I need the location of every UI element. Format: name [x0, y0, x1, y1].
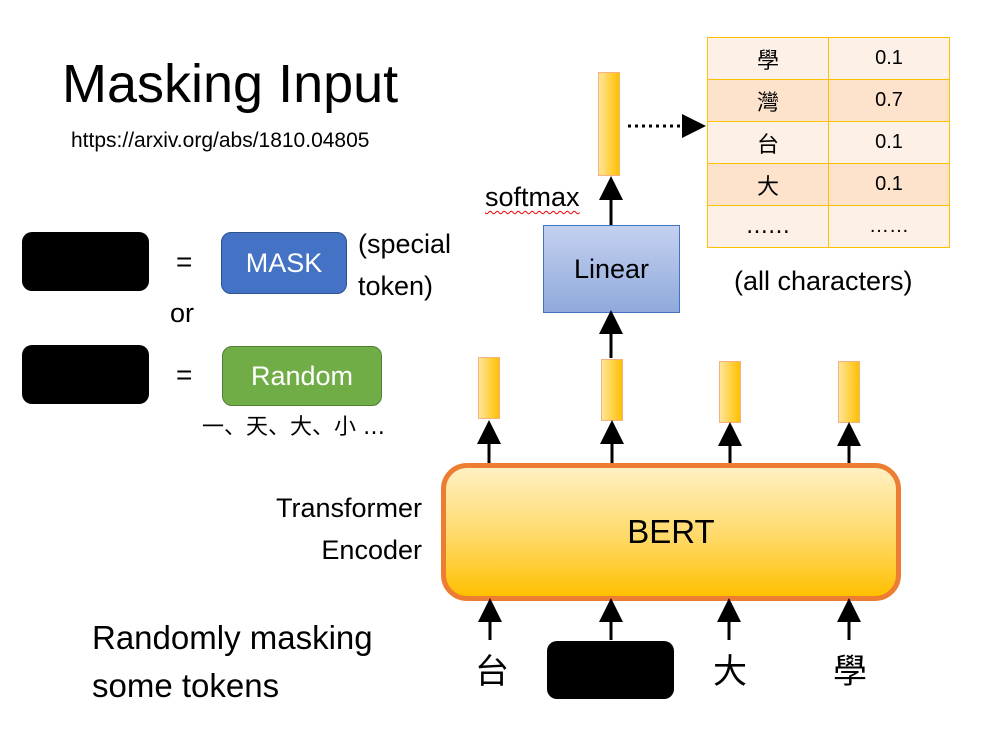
reference-url: https://arxiv.org/abs/1810.04805: [71, 129, 370, 152]
all-characters-caption: (all characters): [734, 266, 913, 296]
random-token-box: [22, 345, 149, 404]
softmax-label: softmax: [485, 182, 580, 212]
linear-label: Linear: [573, 253, 650, 284]
masked-input-token: [547, 641, 674, 699]
or-label: or: [170, 298, 195, 328]
prob-cell: 0.1: [828, 163, 950, 206]
bert-model-block: BERT: [441, 463, 901, 601]
mask-token-pill: MASK: [221, 232, 347, 294]
random-examples: 一、天、大、小 …: [202, 415, 385, 440]
mask-token-label: MASK: [245, 247, 323, 278]
encoder-label-line2: Encoder: [321, 535, 422, 565]
char-cell: 學: [707, 37, 829, 80]
char-cell: 大: [707, 163, 829, 206]
linear-layer-block: Linear: [543, 225, 680, 313]
slide-title: Masking Input: [62, 54, 399, 114]
prob-cell: ……: [828, 205, 950, 248]
random-token-label: Random: [250, 360, 354, 391]
special-token-note-line1: (special: [358, 229, 452, 259]
encoder-label-line1: Transformer: [275, 493, 422, 523]
input-token-3: 大: [713, 652, 747, 692]
input-token-1: 台: [475, 652, 509, 692]
caption-line2: some tokens: [92, 667, 280, 704]
random-token-pill: Random: [222, 346, 382, 406]
softmax-output-vector: [598, 72, 620, 176]
masked-token-box: [22, 232, 149, 291]
input-token-4: 學: [833, 652, 867, 692]
prob-cell: 0.7: [828, 79, 950, 122]
char-cell: ……: [707, 205, 829, 248]
bert-label: BERT: [627, 513, 715, 550]
table-row: …………: [707, 205, 950, 248]
prob-cell: 0.1: [828, 37, 950, 80]
special-token-note-line2: token): [358, 271, 434, 301]
char-cell: 灣: [707, 79, 829, 122]
caption-line1: Randomly masking: [92, 619, 373, 656]
output-vector-1: [478, 357, 500, 419]
equals-sign-random: =: [176, 359, 193, 390]
prob-cell: 0.1: [828, 121, 950, 164]
char-cell: 台: [707, 121, 829, 164]
equals-sign-mask: =: [176, 246, 193, 277]
